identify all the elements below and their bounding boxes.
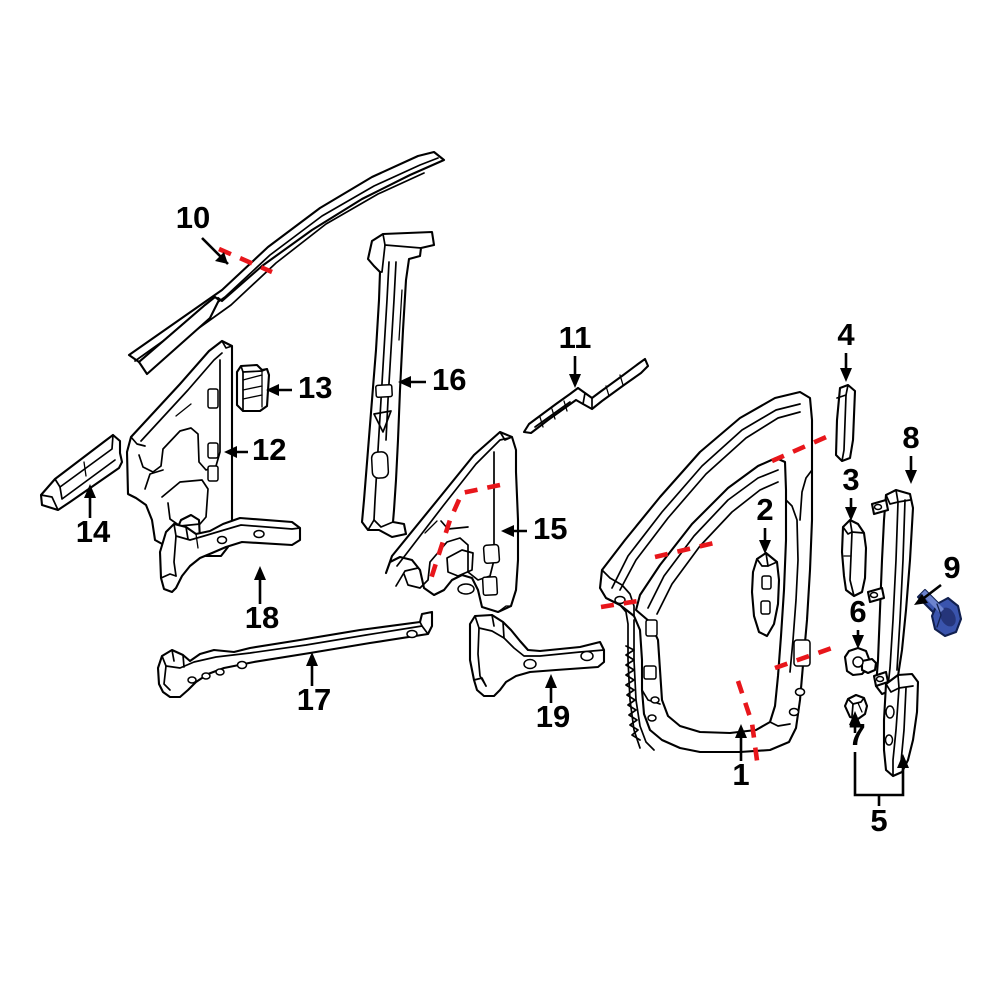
callout-13: 13 [266, 370, 332, 405]
part-7-retainer-clip [843, 693, 869, 721]
part-5-trim-panel [882, 672, 920, 778]
section-marker-1-vertical [735, 680, 761, 769]
callout-12: 12 [224, 432, 286, 467]
part-15-hinge-pillar-reinforcement [384, 430, 520, 614]
callout-3: 3 [842, 462, 860, 521]
callout-label-13: 13 [298, 370, 332, 405]
callout-5: 5 [853, 752, 909, 838]
part-2-pillar-reinforcement-bracket [750, 551, 781, 638]
callout-label-14: 14 [76, 514, 111, 549]
callout-17: 17 [297, 652, 331, 717]
callout-label-6: 6 [849, 594, 866, 629]
callout-label-10: 10 [176, 200, 210, 235]
callout-4: 4 [837, 317, 855, 382]
part-10-roof-side-rail [127, 150, 446, 376]
callout-label-15: 15 [533, 511, 567, 546]
part-18-rocker-reinforcement [158, 516, 302, 594]
section-marker-1-belt [774, 645, 833, 671]
part-3-lower-pillar-bracket [840, 518, 868, 598]
part-11-weatherstrip-retainer [522, 357, 650, 435]
callout-9: 9 [914, 550, 961, 605]
callout-7: 7 [848, 711, 866, 752]
callout-label-19: 19 [536, 699, 570, 734]
callout-16: 16 [398, 362, 466, 397]
part-14-cowl-side-brace [39, 433, 124, 512]
callout-label-2: 2 [756, 492, 773, 527]
part-8-inner-pillar-rail [866, 488, 915, 696]
callout-label-7: 7 [848, 717, 865, 752]
callout-label-9: 9 [943, 550, 960, 585]
callout-11: 11 [559, 320, 592, 388]
callout-6: 6 [849, 594, 867, 649]
callout-14: 14 [76, 484, 111, 549]
callout-8: 8 [902, 420, 920, 484]
callout-label-17: 17 [297, 682, 331, 717]
section-marker-1-upper [771, 431, 834, 464]
part-6-grommet [843, 646, 878, 677]
section-marker-10 [218, 246, 273, 275]
part-16-center-pillar-reinforcement [360, 230, 436, 539]
section-marker-1-mid [654, 539, 719, 560]
callout-label-18: 18 [245, 600, 279, 635]
callout-label-1: 1 [732, 757, 749, 792]
callout-label-8: 8 [902, 420, 919, 455]
callout-label-11: 11 [559, 320, 592, 355]
callout-18: 18 [245, 566, 279, 635]
callout-label-16: 16 [432, 362, 466, 397]
section-cut-markers [218, 246, 834, 769]
section-marker-1-cowl [600, 597, 645, 610]
callout-label-4: 4 [837, 317, 855, 352]
part-17-rocker-panel-outer [156, 610, 434, 699]
section-marker-15 [427, 482, 501, 583]
callout-label-5: 5 [870, 803, 887, 838]
callout-2: 2 [756, 492, 774, 554]
callout-10: 10 [176, 200, 229, 265]
part-12-hinge-pillar-inner [125, 339, 234, 558]
part-19-lower-rocker-extension [468, 613, 606, 698]
callout-1: 1 [732, 724, 750, 792]
callout-label-3: 3 [842, 462, 859, 497]
callout-19: 19 [536, 674, 570, 734]
part-13-body-clip [235, 363, 271, 413]
callout-label-12: 12 [252, 432, 286, 467]
callout-15: 15 [501, 511, 567, 546]
part-4-upper-pillar-filler [834, 383, 857, 463]
part-1-body-side-outer-panel [598, 390, 814, 754]
